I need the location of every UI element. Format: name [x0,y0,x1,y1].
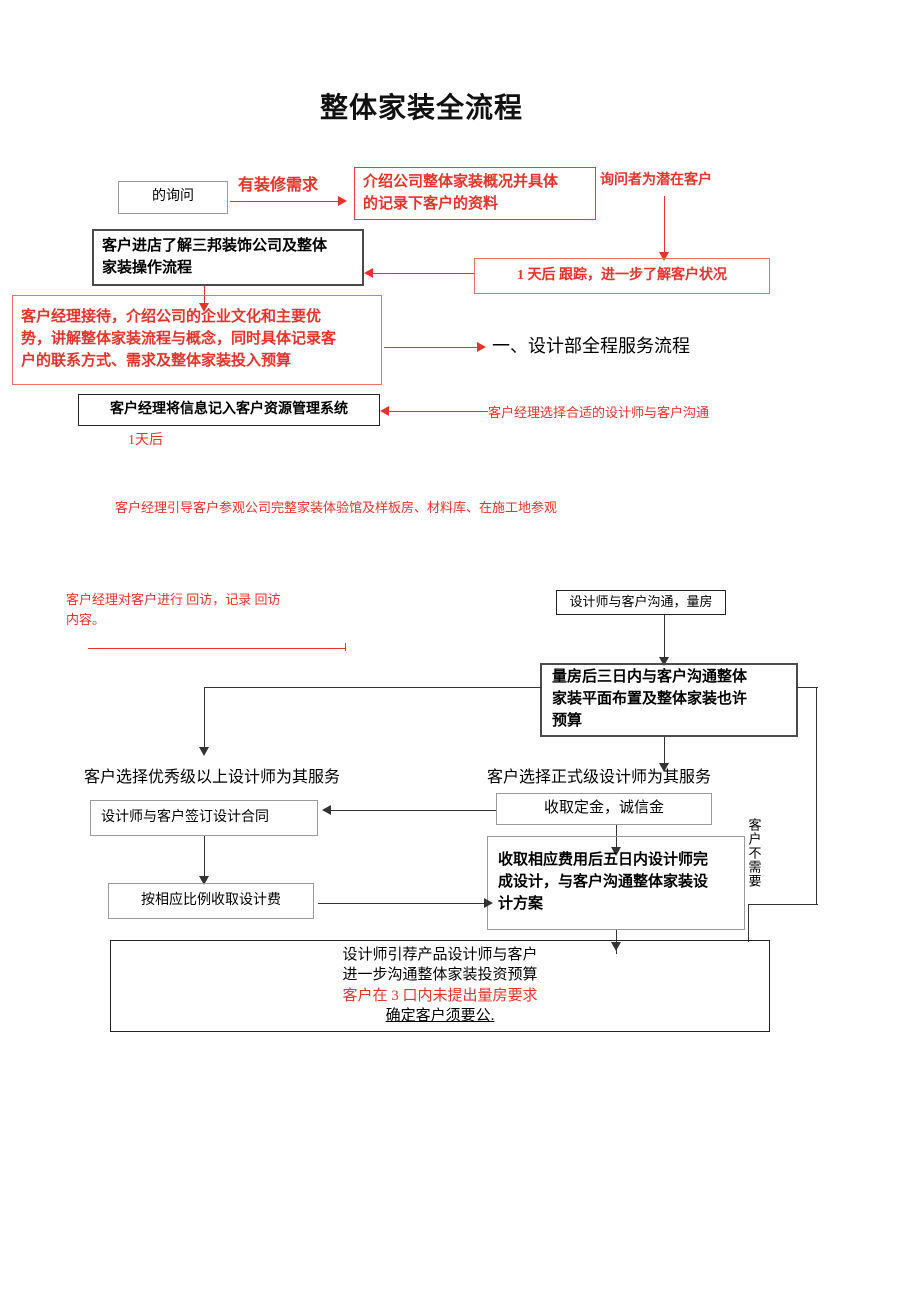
arrow-inquiry-to-intro-line [230,201,340,202]
one-day-later-label: 1天后 [128,433,163,448]
manager-reception-box: 客户经理接待，介绍公司的企业文化和主要优 势，讲解整体家装流程与概念，同时具体记… [12,295,382,385]
section-heading: 一、设计部全程服务流程 [492,336,690,356]
branch-right-vertical [816,687,817,905]
arrow-deposit-to-complete-head [611,847,621,856]
followup-box: 1 天后 跟踪，进一步了解客户状况 [474,258,770,294]
final-summary-box: 设计师引荐产品设计师与客户 进一步沟通整体家装投资预算 客户在 3 口内未提出量… [110,940,770,1032]
branch-right-label: 客户选择正式级设计师为其服务 [487,769,712,786]
inquirer-note-label: 询问者为潜在客户 [600,173,712,188]
deposit-box: 收取定金，诚信金 [496,793,712,825]
plan-communication-box: 量房后三日内与客户沟通整体 家装平面布置及整体家装也许 预算 [540,663,798,737]
arrow-store-to-manager-line [204,286,205,308]
deposit-label: 收取定金，诚信金 [543,800,664,817]
arrow-picks-designer-line [388,411,488,412]
store-visit-label: 客户进店了解三邦装饰公司及整体 家装操作流程 [102,237,328,276]
customer-not-needed-label: 客户不需要 [746,818,762,888]
arrow-measure-to-plan-head [659,657,669,666]
page-title: 整体家装全流程 [320,93,524,124]
arrow-deposit-to-complete-line [616,825,617,853]
arrow-store-to-manager-head [199,303,209,312]
followup-label: 1 天后 跟踪，进一步了解客户状况 [517,267,727,283]
arrow-inquirer-down-line [664,196,665,256]
revisit-note-label: 客户经理对客户进行 回访，记录 回访 内容。 [66,592,281,627]
arrow-picks-designer-head [380,406,389,416]
design-fee-box: 按相应比例收取设计费 [108,883,314,919]
crm-record-box: 客户经理将信息记入客户资源管理系统 [78,394,380,426]
arrow-contract-to-fee-head [199,876,209,885]
arrow-inquirer-down-head [659,252,669,261]
branch-left-vertical [204,687,205,753]
branch-left-label: 客户选择优秀级以上设计师为其服务 [84,769,341,786]
arrow-inquiry-to-intro-head [338,196,347,206]
arrow-followup-to-store-line [372,273,474,274]
arrow-deposit-to-contract-line [330,810,496,811]
intro-company-box: 介绍公司整体家装概况并具体 的记录下客户的资料 [354,167,596,220]
arrow-to-section-heading-head [477,342,486,352]
crm-record-label: 客户经理将信息记入客户资源管理系统 [110,401,348,417]
final-line-2: 进一步沟通整体家装投资预算 [342,967,538,984]
final-line-3: 客户在 3 口内未提出量房要求 [342,987,538,1004]
branch-left-arrowhead [199,747,209,756]
design-complete-label: 收取相应费用后五日内设计师完 成设计，与客户沟通整体家装设 计方案 [498,852,709,912]
manager-picks-designer-label: 客户经理选择合适的设计师与客户沟通 [488,405,710,420]
branch-right-horizontal-top [796,687,818,688]
design-fee-label: 按相应比例收取设计费 [141,892,281,908]
measure-label: 设计师与客户沟通，量房 [569,594,713,610]
intro-company-label: 介绍公司整体家装概况并具体 的记录下客户的资料 [363,173,559,212]
arrow-fee-to-complete-line [318,903,488,904]
branch-right-vertical-down [748,904,749,942]
arrow-plan-to-right-branch-line [664,737,665,769]
arrow-measure-to-plan-line [664,615,665,663]
revisit-underline-tick [345,643,346,651]
arrow-contract-to-fee-line [204,836,205,882]
plan-communication-label: 量房后三日内与客户沟通整体 家装平面布置及整体家装也许 预算 [552,669,748,729]
arrow-complete-to-final-head [611,942,621,951]
arrow-to-section-heading-line [384,347,480,348]
tour-note-label: 客户经理引导客户参观公司完整家装体验馆及样板房、材料库、在施工地参观 [115,500,558,515]
manager-reception-label: 客户经理接待，介绍公司的企业文化和主要优 势，讲解整体家装流程与概念，同时具体记… [21,309,337,369]
arrow-fee-to-complete-head [484,898,493,908]
design-contract-label: 设计师与客户签订设计合同 [101,809,269,825]
arrow-plan-to-right-branch-head [659,763,669,772]
final-line-4: 确定客户须要公. [385,1007,495,1024]
edge-label-has-need: 有装修需求 [238,177,319,194]
measure-box: 设计师与客户沟通，量房 [556,590,726,615]
inquiry-box-label: 的询问 [152,189,194,205]
arrow-deposit-to-contract-head [322,805,331,815]
revisit-underline-rule [88,648,346,649]
branch-right-horizontal-bottom [748,904,818,905]
arrow-followup-to-store-head [364,268,373,278]
inquiry-box: 的询问 [118,181,228,214]
design-contract-box: 设计师与客户签订设计合同 [90,800,318,836]
branch-left-horizontal [204,687,542,688]
design-complete-box: 收取相应费用后五日内设计师完 成设计，与客户沟通整体家装设 计方案 [487,836,745,930]
final-line-1: 设计师引荐产品设计师与客户 [342,947,538,963]
store-visit-box: 客户进店了解三邦装饰公司及整体 家装操作流程 [92,229,364,286]
